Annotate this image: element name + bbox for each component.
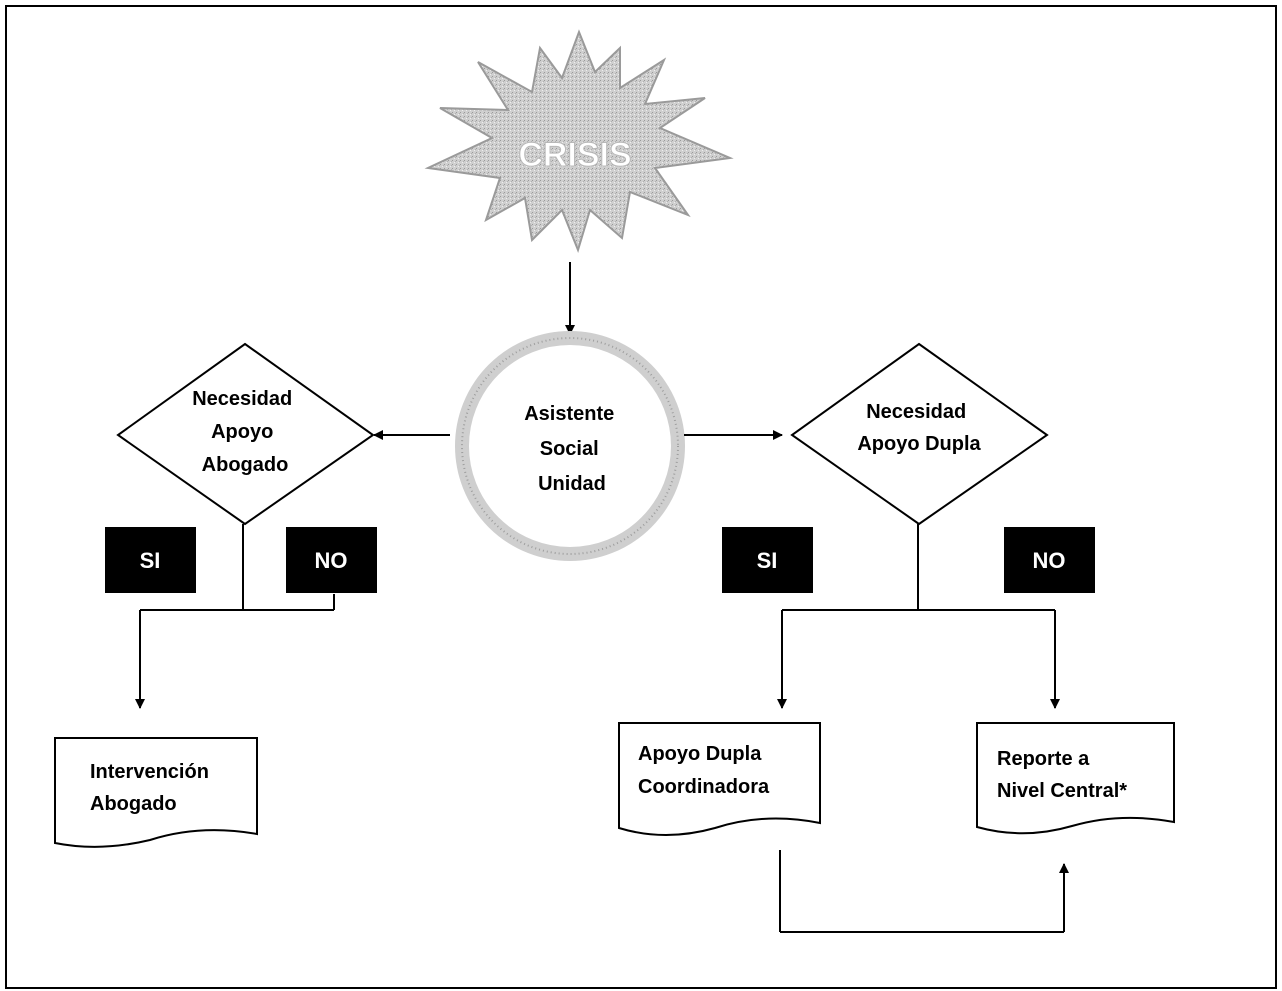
right-yes-tag: SI: [722, 527, 813, 593]
right-no-label: NO: [1033, 548, 1066, 573]
right-decision-line-2: Apoyo Dupla: [857, 433, 981, 455]
svg-text:Necesidad Apoyo Ab: Necesidad Apoyo Abogado: [192, 388, 298, 476]
crisis-label: CRISIS: [518, 136, 631, 174]
right-branch-connectors: [777, 524, 1060, 709]
right-no-tag: NO: [1004, 527, 1095, 593]
doc-left-line-2: Abogado: [90, 793, 177, 815]
doc-center-line-2: Coordinadora: [638, 776, 770, 798]
right-decision-line-1: Necesidad: [866, 401, 966, 423]
center-node-line-3: Unidad: [538, 473, 606, 495]
doc-reporte-nivel-central: Reporte a Nivel Central*: [976, 722, 1175, 835]
svg-text:Intervención Abogado: Intervención Abogado: [90, 761, 214, 815]
svg-text:Asistente Social U: Asistente Social Unidad: [524, 403, 620, 495]
right-decision-diamond: Necesidad Apoyo Dupla: [790, 342, 1049, 526]
left-decision-line-1: Necesidad: [192, 388, 292, 410]
right-yes-label: SI: [757, 548, 778, 573]
left-yes-label: SI: [140, 548, 161, 573]
center-node-asistente: Asistente Social Unidad: [455, 331, 685, 561]
left-yes-tag: SI: [105, 527, 196, 593]
center-node-line-2: Social: [540, 438, 599, 460]
doc-apoyo-dupla-coordinadora: Apoyo Dupla Coordinadora: [618, 722, 821, 836]
left-decision-line-3: Abogado: [202, 454, 289, 476]
left-no-tag: NO: [286, 527, 377, 593]
left-decision-line-2: Apoyo: [211, 421, 273, 443]
left-decision-diamond: Necesidad Apoyo Abogado: [116, 342, 375, 526]
doc-intervencion-abogado: Intervención Abogado: [54, 737, 258, 848]
page-frame: [5, 5, 1277, 989]
svg-text:Necesidad Apoyo Dupla: Necesidad Apoyo Dupla: [857, 401, 981, 455]
center-node-line-1: Asistente: [524, 403, 614, 425]
connector-dupla-to-reporte: [779, 850, 1069, 933]
left-branch-connectors: [135, 524, 335, 709]
svg-text:Apoyo Dupla Coordinador: Apoyo Dupla Coordinadora: [638, 743, 770, 798]
crisis-starburst: CRISIS: [424, 29, 734, 254]
doc-right-line-2: Nivel Central*: [997, 780, 1127, 802]
doc-left-line-1: Intervención: [90, 761, 209, 783]
doc-right-line-1: Reporte a: [997, 748, 1090, 770]
svg-text:Reporte a Nivel Central*: Reporte a Nivel Central*: [997, 748, 1127, 802]
doc-center-line-1: Apoyo Dupla: [638, 743, 762, 765]
left-no-label: NO: [315, 548, 348, 573]
